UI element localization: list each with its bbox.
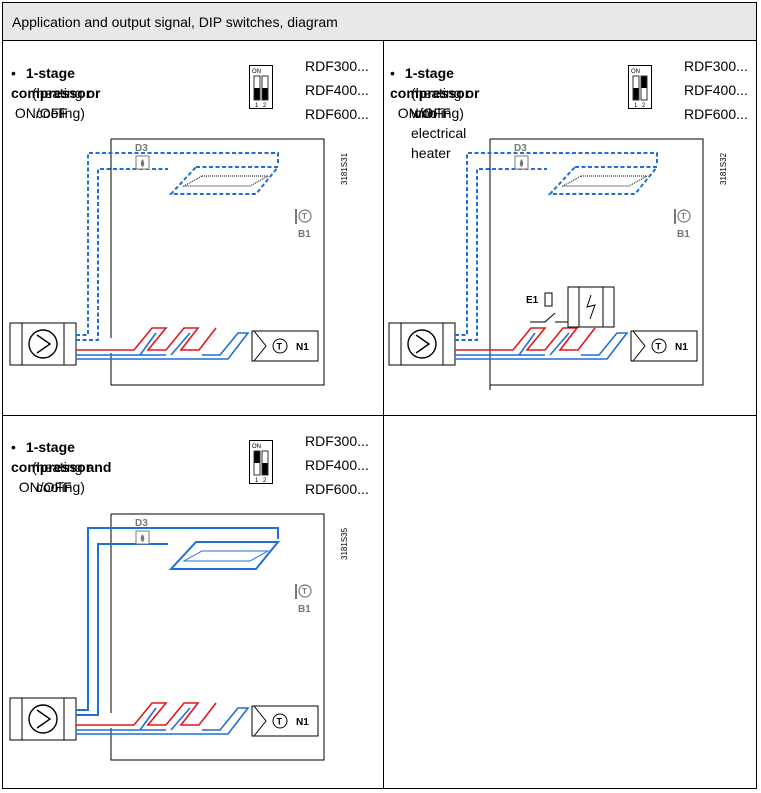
row-divider (3, 415, 756, 416)
model-label: RDF300... (305, 433, 369, 449)
diagram-code: 3181S35 (340, 527, 349, 560)
table-header: Application and output signal, DIP switc… (3, 3, 756, 41)
column-divider (383, 41, 384, 788)
svg-text:2: 2 (263, 103, 267, 109)
panel-title-bold: 1-stage compressor (11, 65, 92, 101)
panel-title: •1-stage compressor ON/OFF (11, 437, 91, 497)
panel-title-rest: ON/OFF (11, 105, 68, 121)
svg-text:1: 1 (255, 478, 259, 484)
model-label: RDF400... (305, 82, 369, 98)
mode-text-end: cooling) (32, 479, 85, 495)
model-label: RDF300... (305, 58, 369, 74)
panel-title-rest: ON/OFF (390, 105, 451, 121)
sensor-d3-label: D3 (514, 143, 527, 154)
mode-text-end: cooling) (32, 105, 85, 121)
header-title: Application and output signal, DIP switc… (12, 14, 338, 30)
panel-mode-line: (heating or cooling) (32, 83, 100, 123)
thermostat-n1-label: N1 (296, 342, 309, 353)
bullet-mark: • (11, 65, 16, 81)
model-label: RDF300... (684, 58, 748, 74)
svg-text:2: 2 (263, 478, 267, 484)
svg-text:T: T (302, 212, 307, 221)
panel-extra-line: with electrical heater (411, 105, 467, 161)
mode-text: (heating (411, 85, 466, 101)
panel-title: •1-stage compressor ON/OFF (390, 63, 470, 123)
mode-connector: or (86, 85, 101, 101)
svg-text:2: 2 (642, 103, 646, 109)
bullet-mark: • (11, 439, 16, 455)
model-label: RDF600... (305, 481, 369, 497)
panel-mode-line: (heating or cooling) (411, 83, 479, 123)
mode-text: (heating (32, 459, 87, 475)
panel-title: •1-stage compressor ON/OFF (11, 63, 91, 123)
mode-connector: or (465, 85, 480, 101)
mode-text-end: cooling) (411, 105, 464, 121)
svg-text:ON: ON (631, 69, 640, 75)
panel-title-rest: ON/OFF (11, 479, 72, 495)
svg-text:T: T (681, 212, 686, 221)
heater-e1-label: E1 (526, 295, 539, 306)
thermostat-n1-label: N1 (675, 342, 688, 353)
model-label: RDF600... (305, 106, 369, 122)
svg-text:T: T (277, 717, 283, 727)
thermostat-n1-label: N1 (296, 717, 309, 728)
svg-text:1: 1 (255, 103, 259, 109)
bullet-mark: • (390, 65, 395, 81)
diagram-code: 3181S31 (340, 152, 349, 185)
sensor-d3-label: D3 (135, 143, 148, 154)
model-label: RDF400... (305, 457, 369, 473)
sensor-d3-label: D3 (135, 518, 148, 529)
svg-text:1: 1 (634, 103, 638, 109)
sensor-b1-label: B1 (298, 229, 311, 240)
svg-text:T: T (302, 587, 307, 596)
model-label: RDF600... (684, 106, 748, 122)
sensor-b1-label: B1 (298, 604, 311, 615)
model-label: RDF400... (684, 82, 748, 98)
panel-title-bold: 1-stage compressor (390, 65, 471, 101)
svg-text:T: T (277, 342, 283, 352)
mode-connector: and (86, 459, 112, 475)
panel-mode-line: (heating and cooling) (32, 457, 111, 497)
mode-text: (heating (32, 85, 87, 101)
panel-title-bold: 1-stage compressor (11, 439, 92, 475)
sensor-b1-label: B1 (677, 229, 690, 240)
diagram-code: 3181S32 (719, 152, 728, 185)
svg-text:T: T (656, 342, 662, 352)
svg-text:ON: ON (252, 69, 261, 75)
svg-text:ON: ON (252, 444, 261, 450)
